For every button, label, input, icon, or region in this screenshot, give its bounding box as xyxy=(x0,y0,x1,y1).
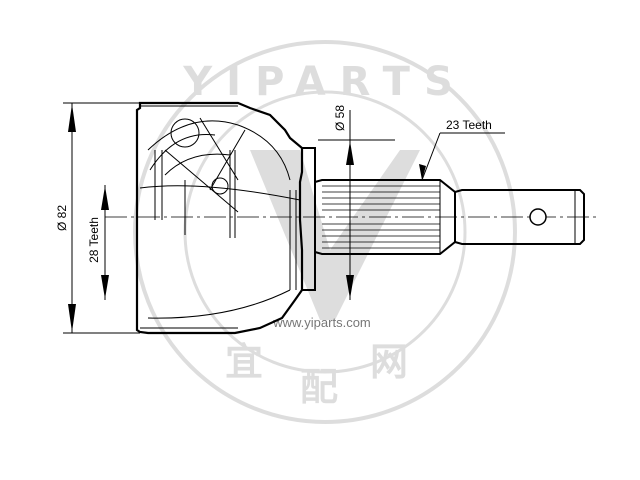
watermark-outer-ring xyxy=(133,40,517,424)
housing-outline xyxy=(135,101,304,335)
watermark-arc-text: YIPARTS xyxy=(182,59,467,105)
watermark-char-2: 配 xyxy=(300,365,338,409)
watermark: YIPARTS 宜 配 网 xyxy=(133,40,517,424)
label-outer-diameter: Ø 82 xyxy=(55,205,69,231)
watermark-char-1: 宜 xyxy=(225,340,263,384)
label-outer-teeth: 23 Teeth xyxy=(446,118,492,132)
watermark-v-logo xyxy=(250,150,420,320)
leader-outer-teeth xyxy=(419,132,505,181)
ball-top xyxy=(170,118,200,148)
spline-section xyxy=(314,179,456,255)
dimension-inner-teeth xyxy=(101,185,109,300)
label-inner-teeth: 28 Teeth xyxy=(87,217,101,263)
watermark-char-3: 网 xyxy=(370,340,408,384)
housing-neck xyxy=(302,147,316,291)
spline-teeth xyxy=(322,185,440,249)
spider-line-3 xyxy=(209,129,246,191)
inner-race-curve xyxy=(139,185,301,201)
label-bore-diameter: Ø 58 xyxy=(333,105,347,131)
joint-housing xyxy=(135,101,316,335)
ball-cage-arc-1 xyxy=(147,120,291,181)
housing-internals xyxy=(139,117,301,319)
spider-line-2 xyxy=(199,117,239,181)
watermark-inner-ring xyxy=(183,90,467,374)
spider-line-1 xyxy=(164,149,239,213)
threaded-pin xyxy=(454,189,585,245)
housing-lower-arc xyxy=(147,289,291,319)
cotter-pin-hole xyxy=(529,208,547,226)
dimension-outer-diameter xyxy=(63,102,140,334)
dimension-bore-diameter xyxy=(318,110,395,300)
watermark-url: www.yiparts.com xyxy=(272,315,371,330)
